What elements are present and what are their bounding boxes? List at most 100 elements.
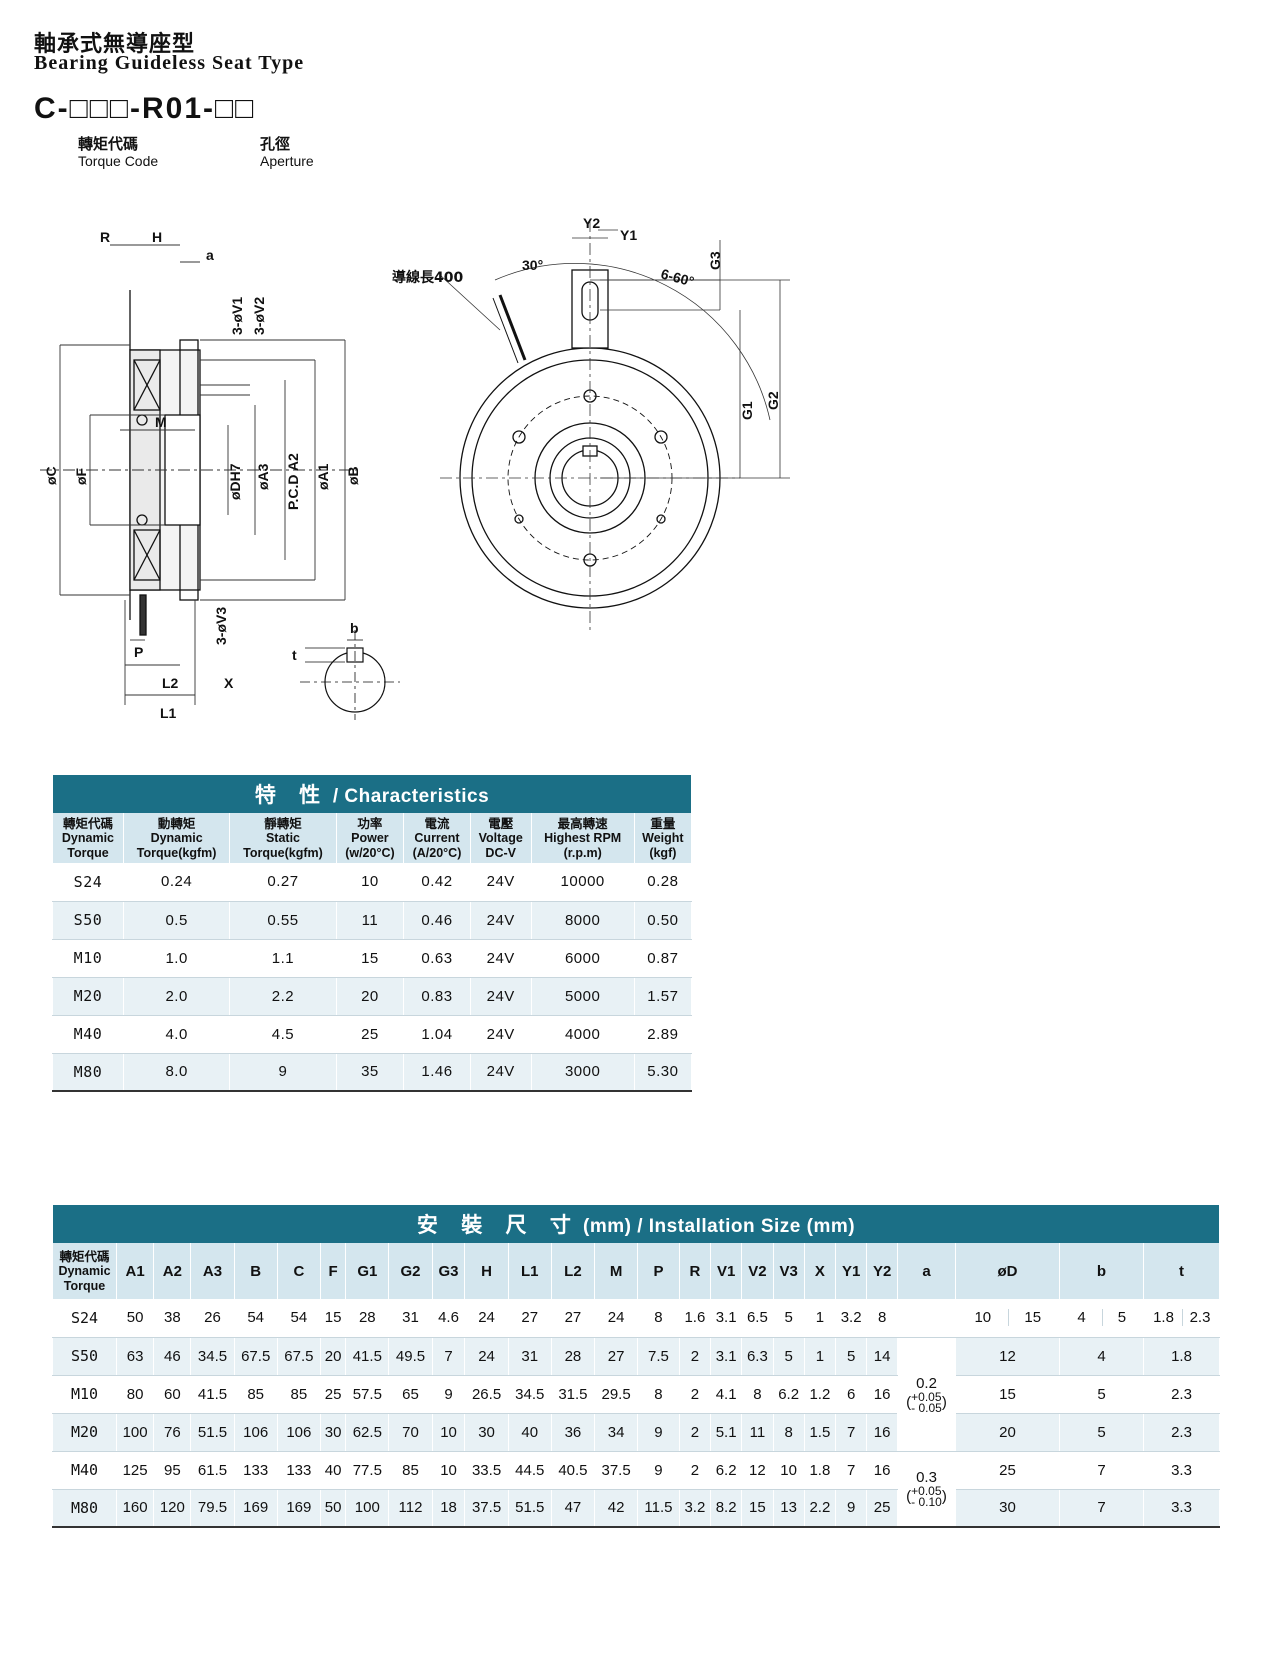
characteristics-caption: 特 性 / Characteristics [52, 775, 692, 813]
label-V1: 3-øV1 [229, 297, 245, 335]
table-cell: 5.30 [633, 1053, 693, 1092]
table-cell: 15 [319, 1299, 347, 1338]
installation-col-header: B [233, 1243, 278, 1299]
installation-col-header: X [803, 1243, 837, 1299]
table-cell: 7 [431, 1337, 466, 1376]
table-cell: 79.5 [190, 1489, 235, 1528]
installation-title-zh: 安 裝 尺 寸 [416, 1213, 579, 1237]
table-cell: 77.5 [345, 1451, 390, 1490]
label-H: H [152, 229, 162, 245]
key-width-cell: 4 [1059, 1337, 1144, 1376]
table-cell: 120 [153, 1489, 192, 1528]
table-cell: 54 [233, 1299, 278, 1338]
label-A3: øA3 [255, 463, 271, 490]
installation-col-header: t [1143, 1243, 1220, 1299]
bore-value: 10 [974, 1309, 992, 1327]
table-cell: 63 [115, 1337, 155, 1376]
table-cell: 33.5 [464, 1451, 509, 1490]
table-cell: 70 [388, 1413, 433, 1452]
table-cell: 85 [276, 1375, 321, 1414]
tol-plus: +0.05 [911, 1484, 942, 1499]
technical-drawing: R H a 3-øV1 3-øV2 øC øF M øDH7 øA3 P.C.D… [40, 215, 790, 721]
table-cell: 41.5 [190, 1375, 235, 1414]
installation-col-header: øD [955, 1243, 1060, 1299]
label-G1: G1 [739, 401, 755, 420]
key-depth-cell: 2.3 [1143, 1375, 1220, 1414]
bore-cell: 25 [955, 1451, 1060, 1490]
col-header-en1: Dynamic [150, 830, 203, 845]
installation-col-header: Y2 [866, 1243, 898, 1299]
table-cell: 30 [464, 1413, 509, 1452]
torque-code-cell: M40 [52, 1451, 117, 1490]
table-cell: 1.04 [403, 1015, 471, 1054]
label-X: X [224, 675, 234, 691]
table-cell: 16 [866, 1413, 898, 1452]
table-cell: 51.5 [190, 1413, 235, 1452]
table-cell: 80 [115, 1375, 155, 1414]
table-cell: 10 [335, 863, 405, 902]
table-cell: 1.0 [122, 939, 231, 978]
table-cell: 0.50 [633, 901, 693, 940]
table-cell: 0.63 [403, 939, 471, 978]
installation-table: 安 裝 尺 寸 (mm) / Installation Size (mm) 轉矩… [52, 1205, 1220, 1528]
table-cell: 26 [190, 1299, 235, 1338]
table-cell: 34.5 [190, 1337, 235, 1376]
table-cell: 125 [115, 1451, 155, 1490]
table-cell: 2.89 [633, 1015, 693, 1054]
table-cell: 10000 [530, 863, 635, 902]
bore-cell: 15 [955, 1375, 1060, 1414]
table-cell: 34 [593, 1413, 639, 1452]
table-cell: 25 [319, 1375, 347, 1414]
table-cell: 0.46 [403, 901, 471, 940]
torque-code-cell: S24 [52, 863, 124, 902]
table-cell: 1.8 [803, 1451, 837, 1490]
installation-col-header: R [678, 1243, 712, 1299]
table-cell: 6.2 [710, 1451, 743, 1490]
table-cell: 13 [772, 1489, 805, 1528]
table-cell: 65 [388, 1375, 433, 1414]
table-cell: 1 [803, 1299, 837, 1338]
table-cell: 49.5 [388, 1337, 433, 1376]
col-header-en2: Torque(kgfm) [243, 845, 323, 860]
torque-code-cell: M10 [52, 1375, 117, 1414]
table-cell: 6000 [530, 939, 635, 978]
label-Y2: Y2 [583, 215, 600, 231]
table-cell: 0.27 [229, 863, 337, 902]
table-cell: 1.1 [229, 939, 337, 978]
installation-col-header: C [276, 1243, 321, 1299]
table-cell: 0.24 [122, 863, 231, 902]
table-cell: 24 [593, 1299, 639, 1338]
table-cell: 41.5 [345, 1337, 390, 1376]
bore-cell: 30 [955, 1489, 1060, 1528]
table-cell: 8 [772, 1413, 805, 1452]
tol-minus: - 0.10 [911, 1495, 942, 1510]
title-chinese: 軸承式無導座型 [34, 32, 196, 57]
col-header-en1: Highest RPM [544, 830, 622, 845]
table-cell: 20 [319, 1337, 347, 1376]
label-b: b [350, 620, 359, 636]
table-cell: 4.6 [431, 1299, 466, 1338]
label-t: t [292, 647, 297, 663]
label-L1: L1 [160, 705, 177, 721]
col-header-en2: DC-V [485, 845, 516, 860]
code-header-en1: Dynamic [58, 1263, 111, 1278]
table-cell: 57.5 [345, 1375, 390, 1414]
table-cell: 8.2 [710, 1489, 743, 1528]
table-cell: 20 [335, 977, 405, 1016]
torque-code-cell: M80 [52, 1489, 117, 1528]
table-cell: 12 [741, 1451, 774, 1490]
table-cell: 40 [319, 1451, 347, 1490]
torque-code-cell: S50 [52, 901, 124, 940]
table-cell: 46 [153, 1337, 192, 1376]
front-view [439, 220, 790, 630]
label-D: øDH7 [227, 463, 243, 500]
table-cell: 8.0 [122, 1053, 231, 1092]
